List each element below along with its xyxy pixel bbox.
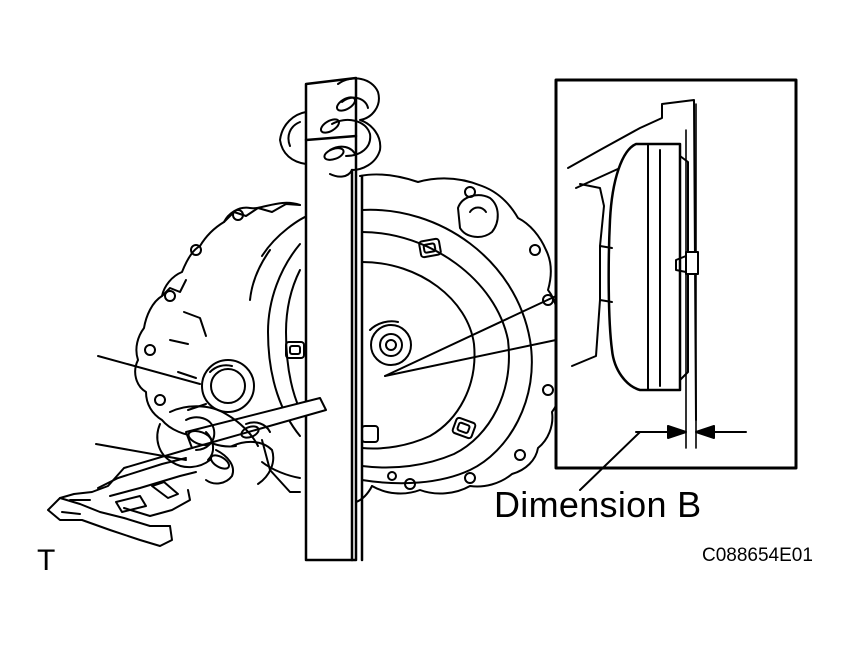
dimension-label: Dimension B: [494, 484, 702, 525]
detail-pointer: [384, 295, 557, 377]
dimension-arrows: [579, 425, 747, 491]
figure-code: C088654E01: [702, 545, 813, 566]
corner-mark: T: [37, 544, 56, 577]
vernier-caliper: [47, 355, 327, 547]
detail-inset: [554, 78, 798, 470]
straight-edge: [304, 76, 364, 562]
lower-hand: [156, 405, 275, 485]
upper-hand: [279, 77, 382, 178]
